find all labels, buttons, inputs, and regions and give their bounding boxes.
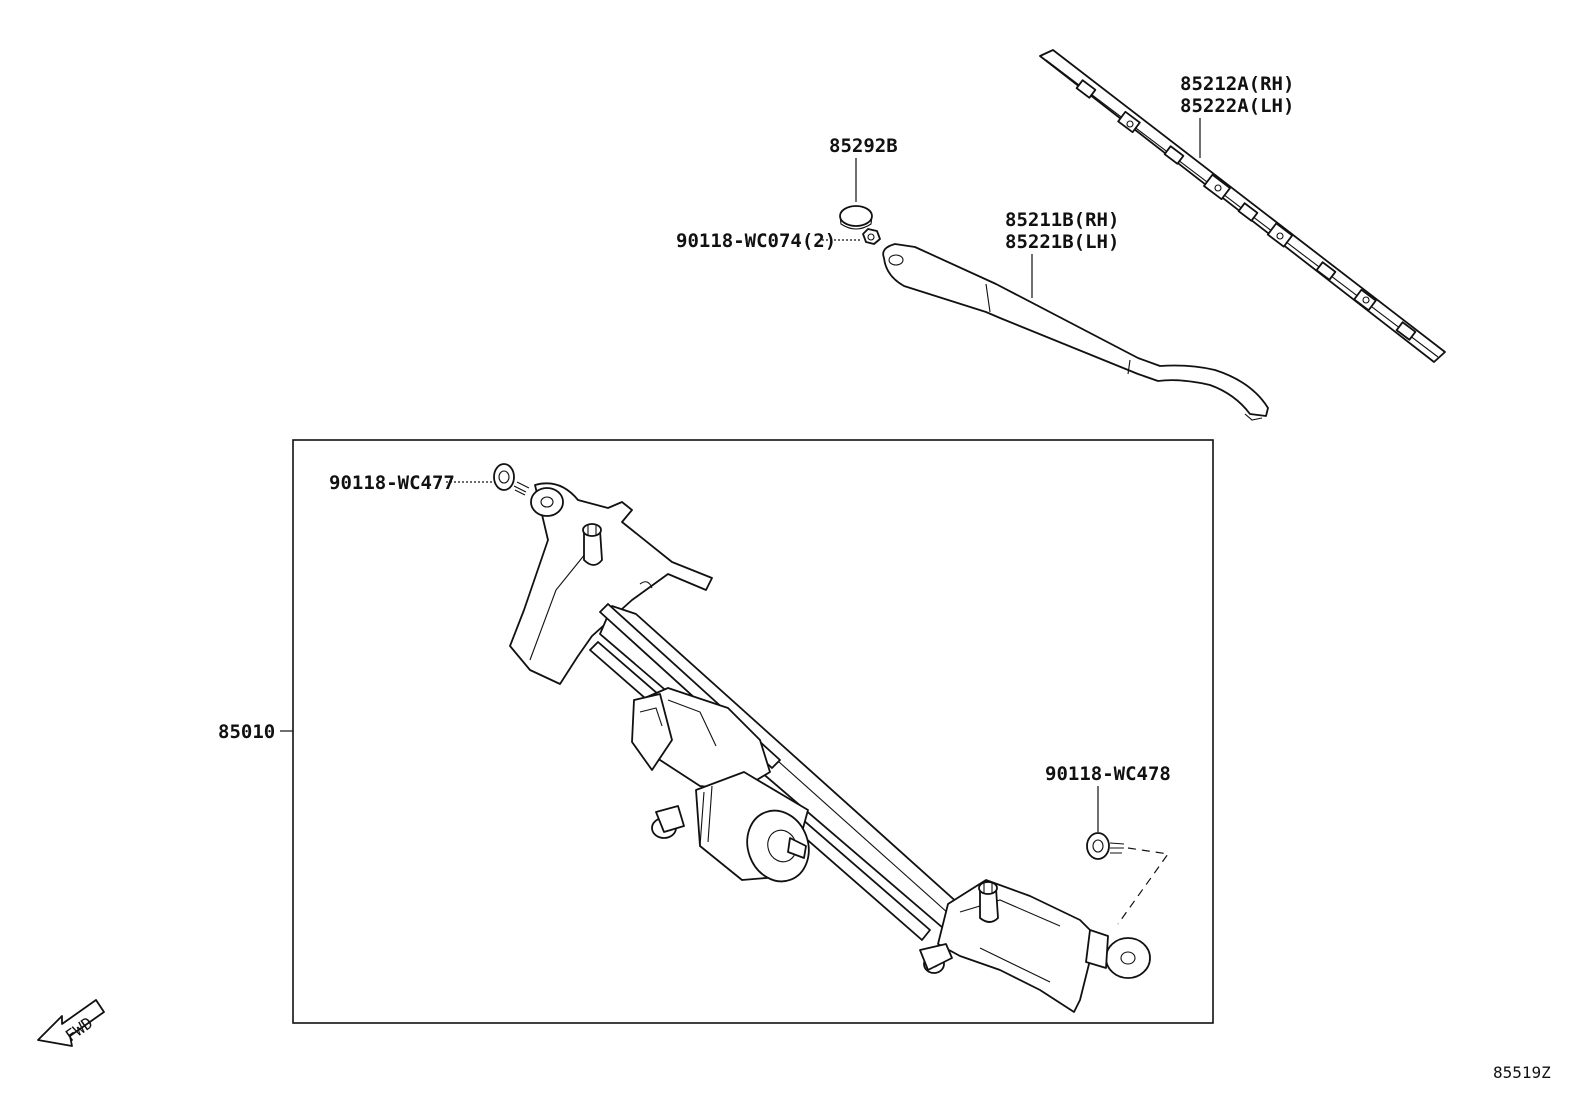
wiper-blade (1039, 49, 1446, 363)
wiper-link-assembly (509, 482, 1151, 1013)
label-nut: 90118-WC074(2) (676, 230, 836, 252)
bolt-left (493, 463, 530, 496)
bolt-right (1086, 832, 1125, 860)
wiper-arm (882, 243, 1269, 421)
label-blade-rh: 85212A(RH) (1180, 73, 1294, 95)
label-cap: 85292B (829, 135, 898, 157)
fwd-arrow-icon: FWD (37, 999, 105, 1047)
label-bolt-right: 90118-WC478 (1045, 763, 1171, 785)
arm-cap (839, 205, 873, 230)
label-blade-lh: 85222A(LH) (1180, 95, 1294, 117)
label-arm-lh: 85221B(LH) (1005, 231, 1119, 253)
label-bolt-left: 90118-WC477 (329, 472, 455, 494)
arm-nut (862, 228, 881, 245)
label-arm-rh: 85211B(RH) (1005, 209, 1119, 231)
diagram-id: 85519Z (1493, 1063, 1551, 1082)
label-assembly: 85010 (218, 721, 275, 743)
